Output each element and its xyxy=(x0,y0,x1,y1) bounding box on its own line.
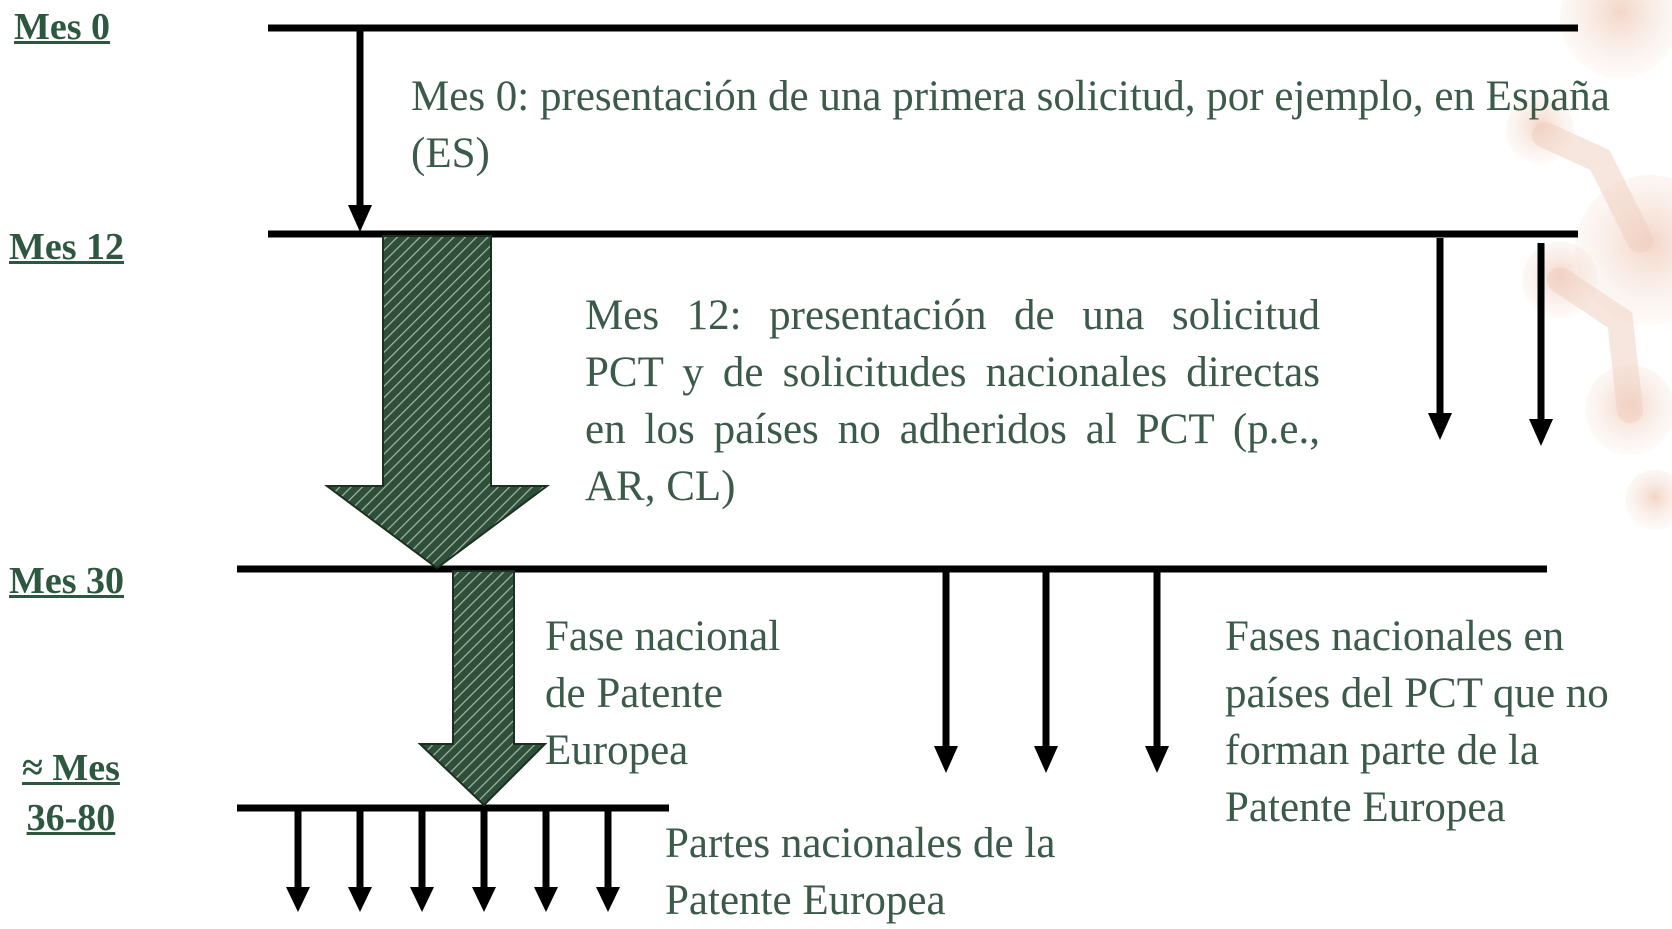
thin-arrows xyxy=(286,30,1553,912)
partes-nacionales-text: Partes nacionales de la Patente Europea xyxy=(665,820,1056,924)
arrow-ep-national-2 xyxy=(348,810,372,912)
arrow-mes0-to-mes12 xyxy=(348,30,372,232)
arrow-non-pct-2 xyxy=(1529,243,1553,446)
arrow-ep-national-5 xyxy=(534,810,558,912)
arrow-ep-national-3 xyxy=(410,810,434,912)
mes0-description: Mes 0: presentación de una primera solic… xyxy=(411,73,1610,177)
arrow-ep-national-1 xyxy=(286,810,310,912)
fase-nacional-text: Fase nacional de Patente Europea xyxy=(545,613,781,774)
fases-nacionales-text: Fases nacionales en países del PCT que n… xyxy=(1225,613,1609,831)
mes12-description: Mes 12: presentación de una solicitud PC… xyxy=(585,292,1320,510)
label-mes-36-80-line-2: 36-80 xyxy=(26,797,116,839)
label-mes-12: Mes 12 xyxy=(9,226,125,268)
arrow-ep-national-4 xyxy=(472,810,496,912)
pct-block-arrow xyxy=(323,235,551,570)
label-mes-36-80: ≈ Mes 36-80 xyxy=(22,743,120,843)
arrow-pct-national-1 xyxy=(934,571,958,773)
arrow-ep-national-6 xyxy=(596,810,620,912)
label-mes-0: Mes 0 xyxy=(14,6,111,48)
arrow-non-pct-1 xyxy=(1428,238,1452,440)
arrow-pct-national-2 xyxy=(1034,571,1058,773)
arrow-pct-national-3 xyxy=(1145,571,1169,773)
timeline-lines xyxy=(237,24,1578,812)
european-patent-block-arrow xyxy=(417,570,548,807)
label-mes-36-80-line-1: ≈ Mes xyxy=(22,747,120,789)
label-mes-30: Mes 30 xyxy=(9,560,125,602)
